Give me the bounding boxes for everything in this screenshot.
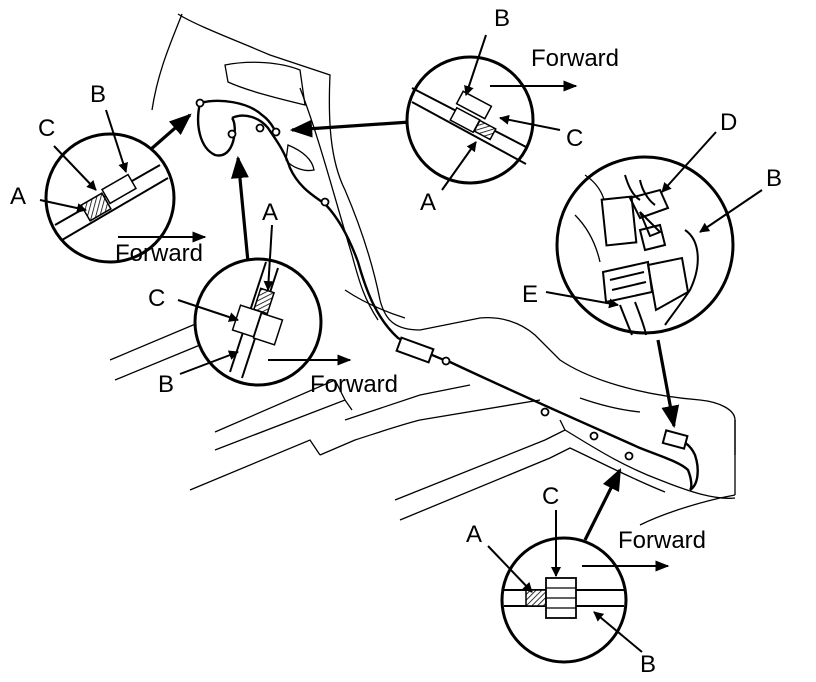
clip-point — [540, 407, 550, 417]
detail-circle-top: B C A Forward — [405, 5, 619, 216]
harness-grommet — [395, 336, 435, 364]
callout-label-e: E — [522, 281, 538, 308]
clip-point — [271, 127, 281, 137]
clip-point — [441, 356, 451, 366]
wire-harness — [195, 98, 699, 492]
detail-leaders — [148, 113, 680, 541]
clip-point — [195, 98, 205, 108]
callout-label-c: C — [148, 285, 165, 312]
callout-label-c: C — [542, 483, 559, 510]
callout-label-b: B — [90, 81, 106, 108]
callout-label-b: B — [640, 651, 656, 678]
callout-label-a: A — [10, 183, 26, 210]
detail-circle-middle-left: A C B Forward — [148, 199, 398, 398]
callout-label-c: C — [38, 115, 55, 142]
callout-label-c: C — [566, 125, 583, 152]
leader-arrow — [656, 339, 680, 429]
clip-point — [255, 123, 265, 133]
clip-point — [320, 197, 330, 207]
detail-circle-upper-left: A C B Forward — [10, 81, 207, 267]
callout-label-b: B — [158, 371, 174, 398]
callout-label-a: A — [420, 189, 436, 216]
detail-circle-connector: D B E — [522, 109, 782, 336]
clip-point — [624, 451, 634, 461]
callout-label-a: A — [262, 199, 278, 226]
callout-label-b: B — [494, 5, 510, 32]
callout-label-b: B — [766, 165, 782, 192]
harness-connector — [661, 429, 689, 450]
clip-point — [589, 431, 599, 441]
callout-label-d: D — [720, 109, 737, 136]
forward-label: Forward — [115, 240, 203, 267]
detail-circle-bottom: C A B Forward — [466, 483, 706, 678]
leader-arrow — [289, 119, 411, 138]
leader-arrow — [231, 155, 250, 263]
forward-label: Forward — [531, 45, 619, 72]
forward-label: Forward — [618, 527, 706, 554]
leader-arrow — [148, 113, 192, 152]
leader-arrow — [583, 467, 622, 541]
forward-label: Forward — [310, 371, 398, 398]
clip-point — [227, 129, 237, 139]
callout-label-a: A — [466, 521, 482, 548]
